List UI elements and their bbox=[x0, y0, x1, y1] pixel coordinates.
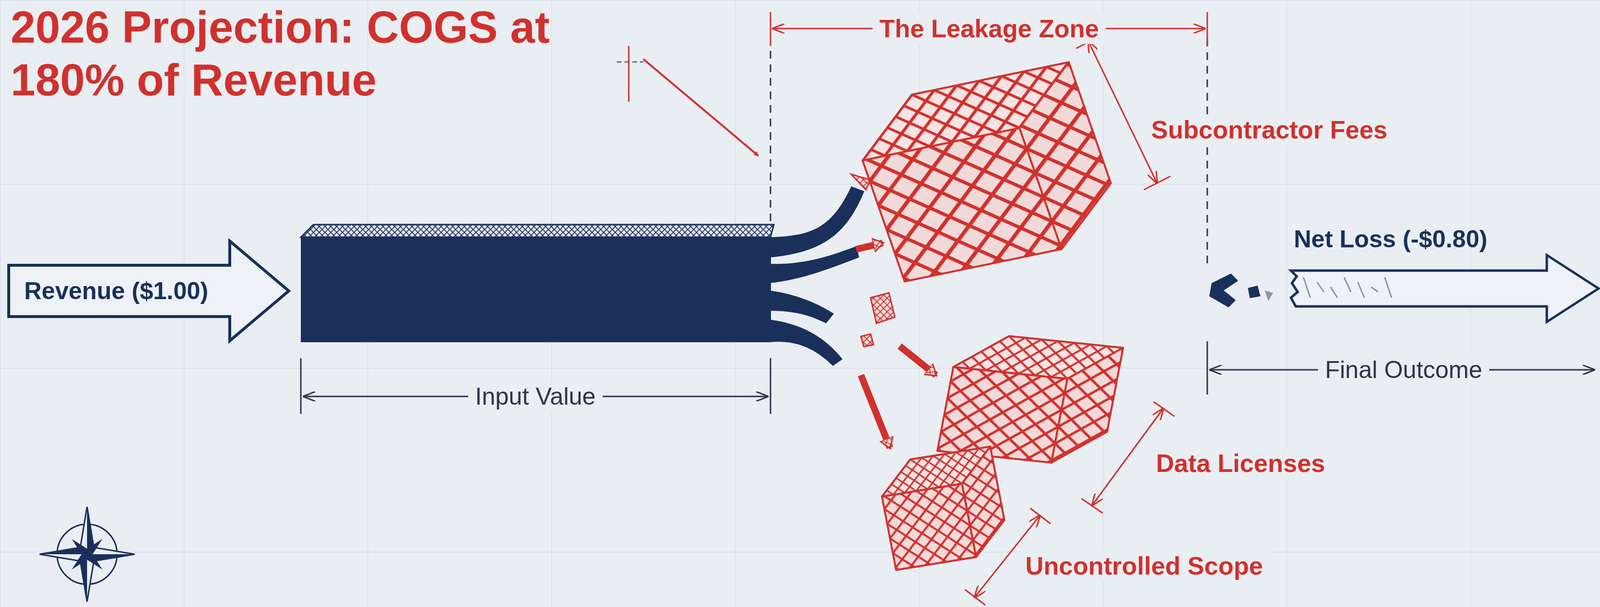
fragment bbox=[1264, 290, 1274, 301]
bar-stream bbox=[769, 245, 860, 283]
zone-label: The Leakage Zone bbox=[872, 13, 1106, 45]
leader-line bbox=[616, 61, 644, 63]
leak-arrow bbox=[860, 374, 890, 448]
outcome-arrow: Net Loss (-$0.80) bbox=[1288, 224, 1600, 325]
leak-arrow bbox=[856, 242, 883, 250]
dimension-label: Final Outcome bbox=[1318, 354, 1489, 385]
block-face bbox=[881, 483, 977, 570]
dimension-tick bbox=[1143, 176, 1171, 190]
fragment bbox=[1209, 273, 1239, 308]
block-shape bbox=[948, 338, 1113, 460]
scribble bbox=[1384, 277, 1392, 298]
bar-stream bbox=[769, 186, 865, 258]
block-faces bbox=[875, 446, 1011, 570]
block-face bbox=[955, 446, 1011, 557]
bar-bevel bbox=[300, 224, 774, 238]
scribble bbox=[1330, 286, 1338, 298]
zone-boundary bbox=[1206, 38, 1209, 267]
block-faces bbox=[937, 330, 1124, 468]
dimension-label: Input Value bbox=[468, 381, 603, 412]
bar-stream bbox=[769, 290, 834, 324]
dimension-tick bbox=[1081, 498, 1103, 513]
block-label: Uncontrolled Scope bbox=[1020, 549, 1268, 581]
scribble bbox=[1344, 277, 1351, 292]
fragment bbox=[1247, 285, 1261, 298]
cost-block: Subcontractor Fees bbox=[870, 82, 1103, 262]
arrow-label: Revenue ($1.00) bbox=[24, 276, 209, 305]
block-shape bbox=[870, 82, 1103, 262]
compass-rose bbox=[39, 506, 135, 602]
block-shape bbox=[885, 454, 1002, 562]
zone-boundary bbox=[770, 50, 772, 223]
scribble bbox=[1357, 281, 1365, 298]
dimension-tick bbox=[1206, 340, 1209, 395]
diagram-title: 2026 Projection: COGS at 180% of Revenue bbox=[10, 0, 621, 106]
cost-block: Data Licenses bbox=[948, 338, 1113, 460]
cost-block: Uncontrolled Scope bbox=[885, 454, 1002, 562]
block-face bbox=[937, 366, 1068, 463]
fragment bbox=[860, 333, 874, 347]
block-faces bbox=[844, 61, 1129, 282]
arrow-shape bbox=[1290, 254, 1599, 322]
arrow-label: Net Loss (-$0.80) bbox=[1293, 224, 1488, 253]
block-label: Data Licenses bbox=[1151, 447, 1331, 479]
scribble bbox=[1317, 281, 1324, 292]
leader-tick bbox=[628, 45, 630, 102]
fragment bbox=[870, 292, 895, 324]
input-bar bbox=[300, 237, 771, 342]
dimension-tick bbox=[1206, 12, 1209, 46]
arrow-shape bbox=[8, 240, 289, 341]
leak-arrow bbox=[899, 345, 936, 375]
leader-line bbox=[643, 59, 759, 156]
block-face bbox=[1051, 342, 1124, 468]
scribble bbox=[1303, 277, 1311, 298]
scribble bbox=[1371, 286, 1378, 292]
dimension-tick bbox=[964, 589, 986, 605]
bar-stream bbox=[769, 319, 843, 366]
revenue-arrow: Revenue ($1.00) bbox=[7, 239, 291, 342]
dimension-tick bbox=[300, 357, 302, 414]
block-label: Subcontractor Fees bbox=[1146, 114, 1393, 146]
block-face bbox=[1001, 61, 1129, 249]
dimension-tick bbox=[1030, 507, 1051, 524]
dimension-tick bbox=[770, 357, 772, 414]
dimension-tick bbox=[770, 12, 772, 46]
dimension-tick bbox=[1153, 401, 1175, 416]
